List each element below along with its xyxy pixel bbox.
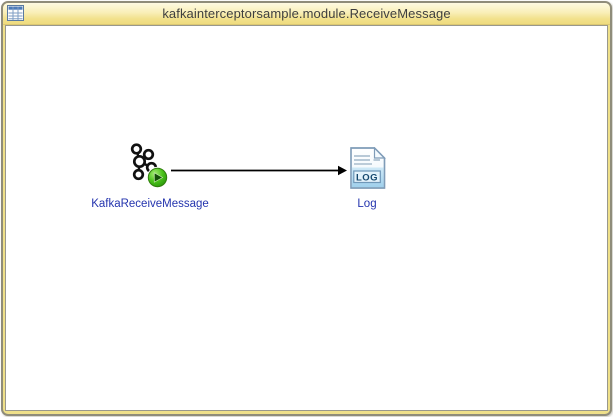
log-icon-text: LOG <box>356 172 378 183</box>
table-grid-icon <box>7 5 24 21</box>
play-badge-icon <box>146 166 169 189</box>
diagram-canvas[interactable]: KafkaReceiveMessage <box>5 25 608 411</box>
process-title: kafkainterceptorsample.module.ReceiveMes… <box>162 6 451 21</box>
kafka-node-label: KafkaReceiveMessage <box>91 198 209 210</box>
kafka-logo-icon <box>130 143 169 189</box>
node-kafka-receive-message[interactable] <box>126 142 172 196</box>
log-node-label: Log <box>357 198 377 210</box>
log-document-icon: LOG <box>350 146 386 189</box>
node-log[interactable]: LOG <box>350 146 386 189</box>
transition-arrow[interactable] <box>167 159 352 182</box>
titlebar: kafkainterceptorsample.module.ReceiveMes… <box>3 3 610 25</box>
